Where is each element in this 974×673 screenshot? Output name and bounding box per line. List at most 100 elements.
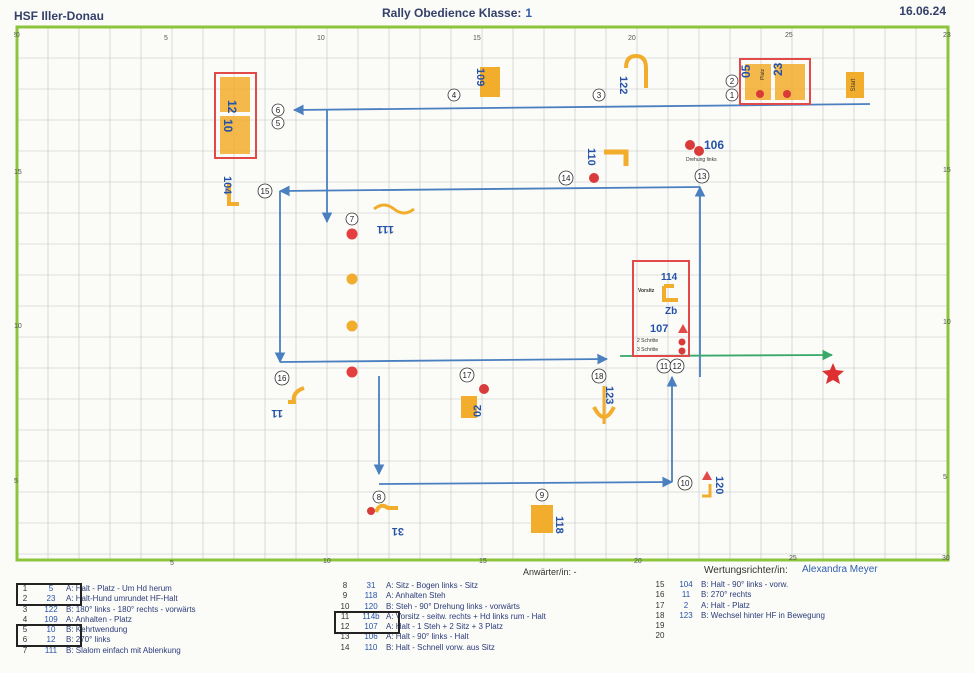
- station-marker-4: 4: [447, 88, 461, 102]
- legend-code: 118: [364, 591, 378, 601]
- legend-row: 11 114b A: Vorsitz - seitw. rechts + Hd li…: [334, 612, 546, 622]
- station-marker-15: 15: [257, 183, 273, 199]
- legend-num: 7: [22, 645, 28, 655]
- station-marker-17: 17: [459, 367, 475, 383]
- grid-label-top: 5: [164, 35, 168, 42]
- legend-code: 31: [366, 581, 376, 590]
- sign-text-drehung: Drehung links: [686, 157, 717, 163]
- grid-label-right: 5: [943, 474, 947, 481]
- highlight-box: [739, 58, 811, 105]
- grid-label-bottom: 15: [479, 558, 487, 565]
- legend-code: 23: [46, 594, 56, 604]
- legend-desc: A: Halt - 90° links - Halt: [386, 632, 469, 642]
- grid-label-top: 15: [473, 35, 481, 42]
- legend-num: 8: [342, 581, 348, 590]
- grid-label-right: 10: [943, 319, 951, 326]
- sign-code-23: 23: [771, 62, 785, 76]
- legend-code: 110: [364, 642, 378, 652]
- stop-sign: [367, 507, 375, 515]
- class-value: 1: [525, 6, 533, 20]
- legend-num: 9: [342, 591, 348, 601]
- legend-num: 10: [340, 601, 350, 611]
- grid-label-bottom: 25: [789, 555, 797, 562]
- path-segment: [378, 476, 674, 488]
- legend-desc: B: Wechsel hinter HF in Bewegung: [701, 610, 825, 620]
- legend-num: 15: [655, 580, 665, 589]
- grid-label-top: 20: [628, 35, 636, 42]
- legend-num: 3: [22, 604, 28, 614]
- legend-num: 5: [22, 625, 28, 635]
- legend-desc: B: Halt - Schnell vorw. aus Sitz: [386, 642, 495, 652]
- sign-120-arrow: [702, 484, 712, 498]
- legend-desc: B: 180° links - 180° rechts - vorwärts: [66, 604, 196, 614]
- page-title: Rally Obedience Klasse:1: [382, 6, 532, 20]
- legend-row: 19: [649, 621, 825, 631]
- station-number: 13: [698, 172, 707, 181]
- stop-sign: [756, 90, 764, 98]
- grid-label-bottom: 10: [323, 558, 331, 565]
- legend-code: 106: [364, 632, 378, 642]
- station-number: 5: [276, 119, 281, 128]
- legend-desc: B: Slalom einfach mit Ablenkung: [66, 645, 181, 655]
- grid-label-left: 10: [14, 323, 22, 330]
- station-marker-14: 14: [558, 170, 574, 186]
- grid-label-left: 15: [14, 169, 22, 176]
- triangle-sign: [678, 324, 688, 333]
- legend-code: 5: [48, 584, 54, 593]
- legend-code: 114b: [362, 611, 380, 621]
- sign-code-12: 12: [225, 100, 239, 114]
- triangle-sign: [702, 471, 712, 480]
- sign-code-118: 118: [553, 516, 565, 534]
- station-number: 9: [540, 491, 545, 500]
- station-marker-1: 1: [725, 88, 739, 102]
- legend-code: 120: [364, 601, 378, 611]
- legend-desc: A: Vorsitz - seitw. rechts + Hd links ru…: [386, 611, 546, 621]
- station-number: 4: [452, 91, 457, 100]
- legend-code: 12: [46, 635, 56, 645]
- legend-num: 11: [340, 611, 350, 621]
- station-marker-11: 11: [656, 358, 672, 374]
- grid-label-top: 10: [317, 35, 325, 42]
- station-number: 14: [562, 174, 571, 183]
- club-name: HSF Iller-Donau: [14, 9, 105, 23]
- title-prefix: Rally Obedience Klasse:: [382, 6, 522, 20]
- stop-sign: [685, 140, 695, 150]
- path-segment: [278, 185, 701, 197]
- legend-num: 20: [655, 631, 665, 641]
- station-marker-5: 5: [271, 116, 285, 130]
- sign-code-109: 109: [474, 68, 486, 86]
- legend-desc: A: Anhalten - Platz: [66, 614, 132, 624]
- legend-desc: B: Kehrtwendung: [66, 625, 128, 635]
- station-marker-18: 18: [591, 368, 607, 384]
- station-marker-10: 10: [677, 475, 693, 491]
- start-label: Start: [851, 78, 857, 91]
- start-sign: [846, 72, 864, 98]
- legend-code: 123: [679, 610, 693, 620]
- station-number: 6: [276, 106, 281, 115]
- grid-label-left: 5: [14, 478, 18, 485]
- station-marker-9: 9: [535, 488, 549, 502]
- station-marker-3: 3: [592, 88, 606, 102]
- station-marker-16: 16: [274, 370, 290, 386]
- legend-code: 104: [679, 580, 693, 589]
- judge-name: Alexandra Meyer: [802, 564, 878, 575]
- sign-118: [531, 505, 553, 533]
- sign-code-11: 11: [271, 407, 283, 419]
- station-number: 2: [730, 77, 735, 86]
- legend-highlight: [16, 583, 82, 606]
- cone-orange: [346, 273, 358, 285]
- grid-lines: [17, 27, 948, 560]
- date: 16.06.24: [899, 4, 946, 18]
- station-number: 3: [597, 91, 602, 100]
- sign-10: [220, 116, 250, 154]
- sign-31-arrow: [374, 503, 398, 513]
- path-segment: [279, 353, 609, 365]
- stop-sign: [678, 338, 686, 346]
